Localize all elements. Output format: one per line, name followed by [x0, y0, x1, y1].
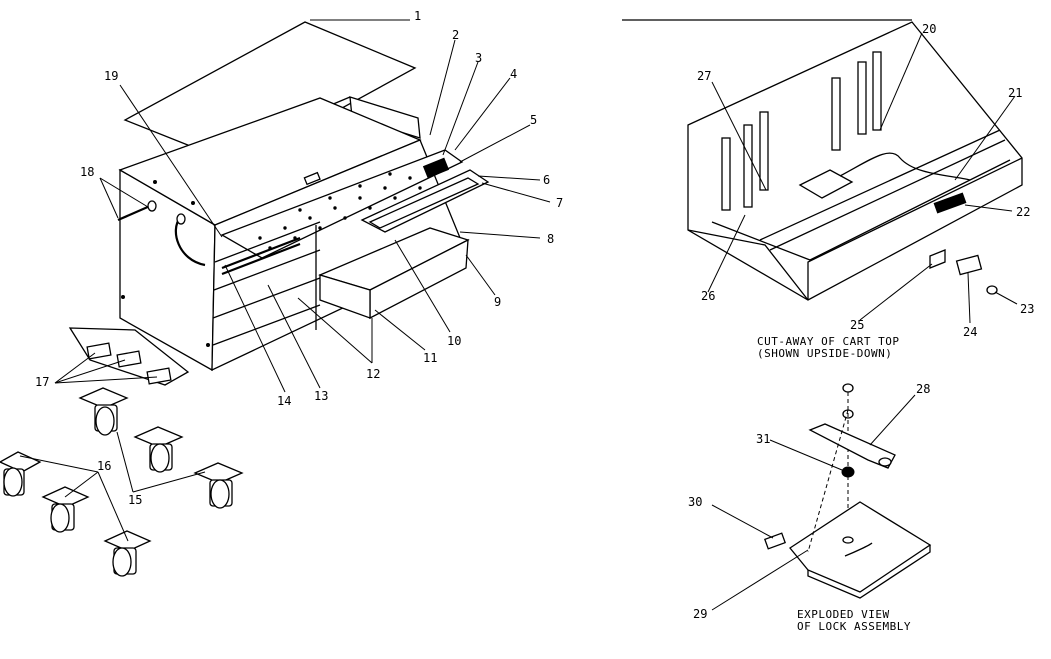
lock-plate [798, 169, 854, 199]
callout-31: 31 [756, 432, 770, 446]
callout-25: 25 [850, 318, 864, 332]
callout-27: 27 [697, 69, 711, 83]
callout-13: 13 [314, 389, 328, 403]
tool-cart-assembly [68, 21, 490, 386]
callout-17: 17 [35, 375, 49, 389]
callout-7: 7 [556, 196, 563, 210]
callout-15: 15 [128, 493, 142, 507]
lock-caption-line1: EXPLODED VIEW [797, 608, 890, 621]
lock-clip [763, 532, 787, 550]
callout-16: 16 [97, 459, 111, 473]
callout-11: 11 [423, 351, 437, 365]
vertical-brackets [721, 51, 882, 211]
callout-labels: 1 2 3 4 5 6 7 8 9 10 11 12 13 14 15 16 1… [35, 9, 1034, 621]
callout-29: 29 [693, 607, 707, 621]
leader-lines-right-top [707, 32, 1018, 324]
leader-lines-right-bottom [711, 394, 916, 611]
side-handle [117, 204, 151, 222]
lock-cylinder-housing [933, 192, 967, 214]
callout-23: 23 [1020, 302, 1034, 316]
callout-22: 22 [1016, 205, 1030, 219]
caster-2 [133, 426, 184, 473]
callout-19: 19 [104, 69, 118, 83]
lock-face [955, 254, 983, 276]
slide-out-tray [360, 169, 490, 233]
lock-base-plate [789, 501, 932, 593]
captions: CUT-AWAY OF CART TOP (SHOWN UPSIDE-DOWN)… [757, 335, 911, 633]
callout-9: 9 [494, 295, 501, 309]
caster-3 [193, 462, 244, 509]
callout-10: 10 [447, 334, 461, 348]
callout-21: 21 [1008, 86, 1022, 100]
pegboard-holes [258, 172, 422, 250]
callout-2: 2 [452, 28, 459, 42]
caster-1 [78, 387, 129, 436]
callout-24: 24 [963, 325, 977, 339]
cart-top-caption-line2: (SHOWN UPSIDE-DOWN) [757, 347, 892, 360]
caster-wheels [0, 387, 244, 577]
side-screws [121, 180, 210, 347]
callout-5: 5 [530, 113, 537, 127]
lock-assembly-exploded [763, 383, 932, 599]
pegboard-drawer [220, 149, 464, 259]
callout-20: 20 [922, 22, 936, 36]
callout-18: 18 [80, 165, 94, 179]
lock-caption-line2: OF LOCK ASSEMBLY [797, 620, 911, 633]
callout-1: 1 [414, 9, 421, 23]
cart-top-cutaway [622, 19, 1023, 301]
drawer-fronts [212, 221, 321, 346]
lock-bracket [929, 249, 946, 269]
latch-block [422, 157, 450, 179]
callout-14: 14 [277, 394, 291, 408]
callout-6: 6 [543, 173, 550, 187]
caster-5 [41, 486, 90, 533]
callout-3: 3 [475, 51, 482, 65]
leader-lines-left [19, 19, 551, 542]
callout-28: 28 [916, 382, 930, 396]
cart-top-caption-line1: CUT-AWAY OF CART TOP [757, 335, 899, 348]
caster-4 [0, 451, 42, 497]
top-shelf-panel [349, 96, 421, 139]
callout-26: 26 [701, 289, 715, 303]
callout-8: 8 [547, 232, 554, 246]
caster-6 [103, 530, 152, 577]
callout-30: 30 [688, 495, 702, 509]
callout-12: 12 [366, 367, 380, 381]
callout-4: 4 [510, 67, 517, 81]
